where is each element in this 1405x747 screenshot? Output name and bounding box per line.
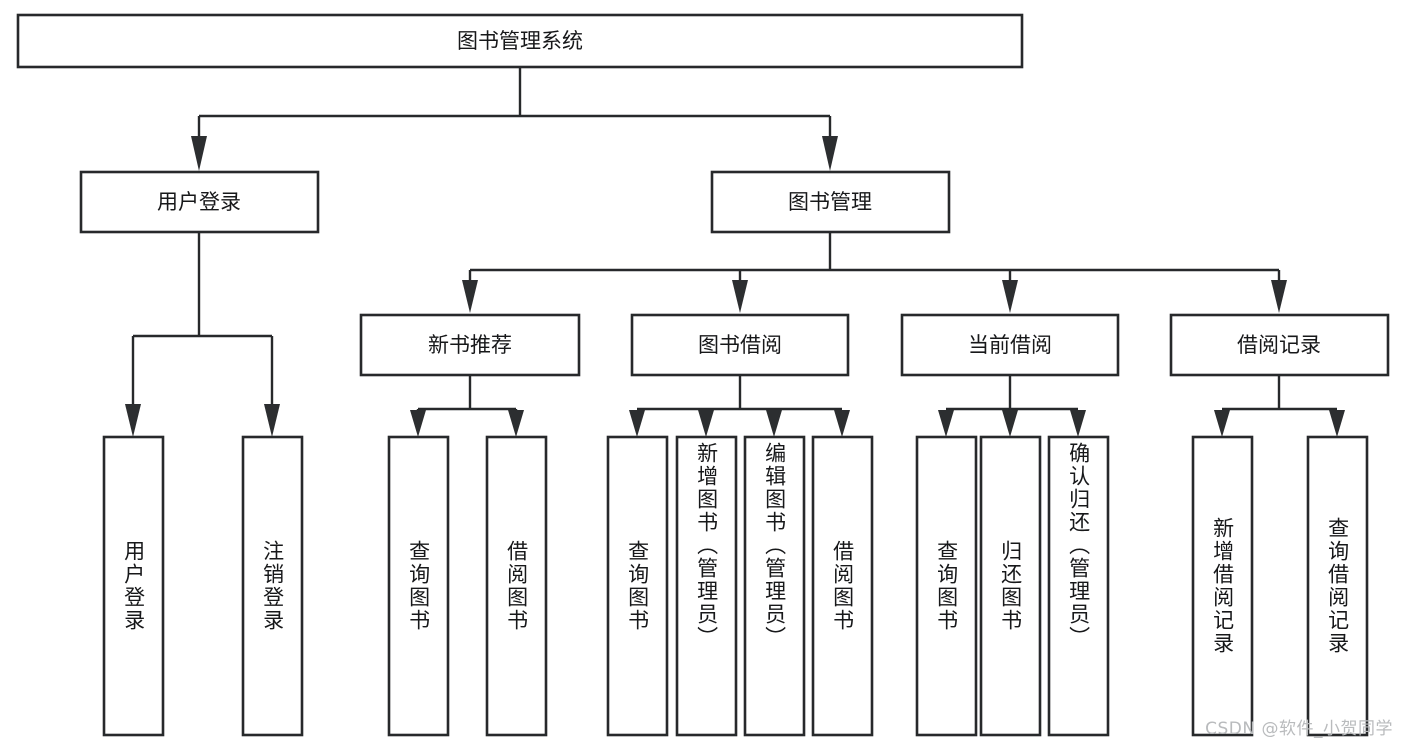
- connector-borrowrecord-to-leaves: [1214, 375, 1345, 437]
- node-root-box[interactable]: [16, 13, 1024, 69]
- node-current-borrow[interactable]: 当前借阅: [900, 313, 1120, 377]
- leaf-box[interactable]: [387, 435, 450, 737]
- node-new-book-recommend-label: 新书推荐: [428, 333, 512, 357]
- leaf-box[interactable]: [915, 435, 978, 737]
- node-borrow-record[interactable]: 借阅记录: [1169, 313, 1390, 377]
- arrow-head-icon: [698, 410, 714, 437]
- node-borrow-record-label: 借阅记录: [1237, 333, 1321, 357]
- arrow-head-icon: [191, 136, 207, 171]
- node-root[interactable]: 图书管理系统: [16, 13, 1024, 69]
- node-user-login[interactable]: 用户登录: [79, 170, 320, 234]
- leaf-box[interactable]: [102, 435, 165, 737]
- leaf-box[interactable]: [675, 435, 738, 737]
- node-current-borrow-box[interactable]: [900, 313, 1120, 377]
- node-current-borrow-label: 当前借阅: [968, 333, 1052, 357]
- arrow-head-icon: [1002, 280, 1018, 313]
- arrow-head-icon: [732, 280, 748, 313]
- arrow-head-icon: [822, 136, 838, 171]
- connector-root-to-level2: [191, 68, 838, 171]
- arrow-head-icon: [1329, 410, 1345, 437]
- leaf-box[interactable]: [485, 435, 548, 737]
- watermark: CSDN @软件_小贺同学: [1205, 719, 1393, 739]
- leaf-box[interactable]: [811, 435, 874, 737]
- arrow-head-icon: [1214, 410, 1230, 437]
- arrow-head-icon: [125, 404, 141, 437]
- leaf-box[interactable]: [979, 435, 1042, 737]
- connector-userlogin-to-leaves: [125, 232, 280, 437]
- node-book-borrow[interactable]: 图书借阅: [630, 313, 850, 377]
- arrow-head-icon: [766, 410, 782, 437]
- leaf-box[interactable]: [241, 435, 304, 737]
- connector-currentborrow-to-leaves: [938, 375, 1086, 437]
- node-book-borrow-box[interactable]: [630, 313, 850, 377]
- node-book-management-label: 图书管理: [788, 190, 872, 214]
- connector-bookmgmt-to-level3: [462, 232, 1287, 313]
- node-book-management-box[interactable]: [710, 170, 951, 234]
- arrow-head-icon: [508, 410, 524, 437]
- node-book-borrow-label: 图书借阅: [698, 333, 782, 357]
- arrow-head-icon: [834, 410, 850, 437]
- node-new-book-recommend-box[interactable]: [359, 313, 581, 377]
- leaf-box[interactable]: [1191, 435, 1254, 737]
- node-root-label: 图书管理系统: [457, 29, 583, 53]
- arrow-head-icon: [1271, 280, 1287, 313]
- arrow-head-icon: [264, 404, 280, 437]
- leaf-box[interactable]: [1306, 435, 1369, 737]
- arrow-head-icon: [629, 410, 645, 437]
- node-book-management[interactable]: 图书管理: [710, 170, 951, 234]
- arrow-head-icon: [462, 280, 478, 313]
- leaf-box[interactable]: [606, 435, 669, 737]
- arrow-head-icon: [1002, 410, 1018, 437]
- connector-bookborrow-to-leaves: [629, 375, 850, 437]
- leaf-box[interactable]: [743, 435, 806, 737]
- node-new-book-recommend[interactable]: 新书推荐: [359, 313, 581, 377]
- arrow-head-icon: [410, 410, 426, 437]
- node-borrow-record-box[interactable]: [1169, 313, 1390, 377]
- connector-newbook-to-leaves: [410, 375, 524, 437]
- arrow-head-icon: [938, 410, 954, 437]
- leaf-box[interactable]: [1047, 435, 1110, 737]
- node-user-login-label: 用户登录: [157, 190, 241, 214]
- arrow-head-icon: [1070, 410, 1086, 437]
